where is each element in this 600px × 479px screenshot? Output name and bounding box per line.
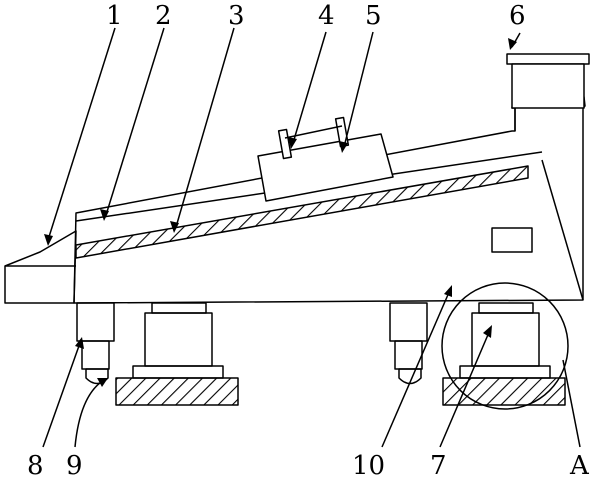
label-7: 7 [430,451,447,479]
leader-9 [74,379,105,448]
left-base-plate [115,377,239,406]
body-slope-line [541,159,584,301]
label-4: 4 [318,1,335,31]
screen-plate[interactable] [75,165,529,259]
arrow-3 [170,221,179,233]
leader-a [562,359,581,448]
leader-8 [42,342,81,448]
left-support-column [144,312,213,367]
leader-2 [105,27,165,216]
leader-7 [439,329,491,448]
label-a: A [569,451,590,479]
right-wheel [398,368,422,385]
cover-plate[interactable] [257,133,394,202]
arrow-6 [508,38,517,50]
arrow-9 [97,378,108,387]
left-wheel-leg [76,302,115,342]
label-9: 9 [66,451,83,479]
detail-circle-a [441,282,569,410]
arrow-10 [444,285,452,297]
handle-bar[interactable] [284,125,343,139]
label-6: 6 [509,1,526,31]
label-2: 2 [155,1,172,31]
outlet-pipe [511,63,585,109]
inspection-window [491,227,533,253]
arrow-1 [44,234,53,246]
leader-10 [381,289,451,448]
arrow-4 [288,137,297,149]
right-wheel-leg [389,302,428,342]
arrow-5 [339,141,348,153]
label-1: 1 [106,1,123,31]
left-support-cap [151,302,207,314]
left-wheel-mount [81,340,110,370]
arrow-7 [483,325,492,338]
leader-3 [175,27,235,228]
label-5: 5 [365,1,382,31]
right-support-column [471,312,540,367]
feed-hopper [4,230,77,304]
left-support-base [132,365,224,379]
label-8: 8 [27,451,44,479]
outlet-cap [506,53,590,65]
leader-1 [47,27,116,241]
leader-5 [343,31,374,148]
right-support-cap [478,302,534,314]
label-3: 3 [228,1,245,31]
arrow-8 [75,337,84,349]
arrow-2 [100,209,109,221]
leader-4 [292,31,327,144]
label-10: 10 [352,451,385,479]
handle-left-post[interactable] [277,128,293,160]
